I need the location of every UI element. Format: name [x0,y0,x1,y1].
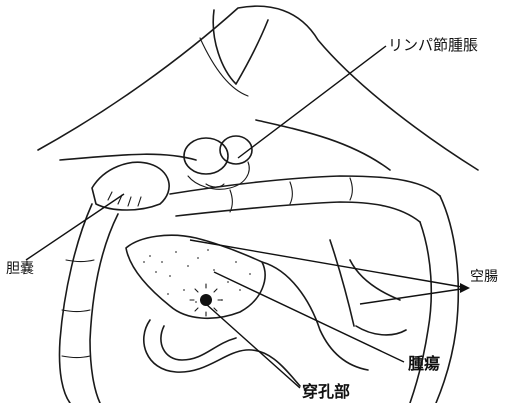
liver-lower-edge [60,120,390,170]
duodenum-region [126,235,265,318]
small-intestine-loops [144,320,300,386]
label-gallbladder: 胆嚢 [6,262,34,276]
lymph-node-2 [220,136,252,164]
lymph-node-cluster [188,162,249,189]
ascending-colon-inner [90,214,118,403]
leader-lymph-node [238,46,386,158]
gallbladder-shape [92,162,169,210]
leader-perforation [206,304,300,388]
arrow-jejunum [460,283,470,293]
stippling [143,249,251,303]
leader-jejunum-lower [360,288,468,304]
descending-colon-inner [410,222,431,403]
liver-inner-fissure [213,10,268,84]
transverse-colon-bottom [176,202,420,222]
label-perforation: 穿孔部 [302,384,350,400]
leader-tumor [214,272,404,362]
label-lymph-node: リンパ節腫脹 [388,38,478,53]
mesenteric-loop [262,240,368,370]
right-loop [350,260,406,335]
perforation-site [190,284,222,316]
ascending-colon-haustra [62,260,94,358]
liver-outline [38,6,478,170]
label-jejunum: 空腸 [470,270,498,284]
label-tumor: 腫瘍 [408,356,440,372]
gallbladder-ridges [108,192,141,206]
